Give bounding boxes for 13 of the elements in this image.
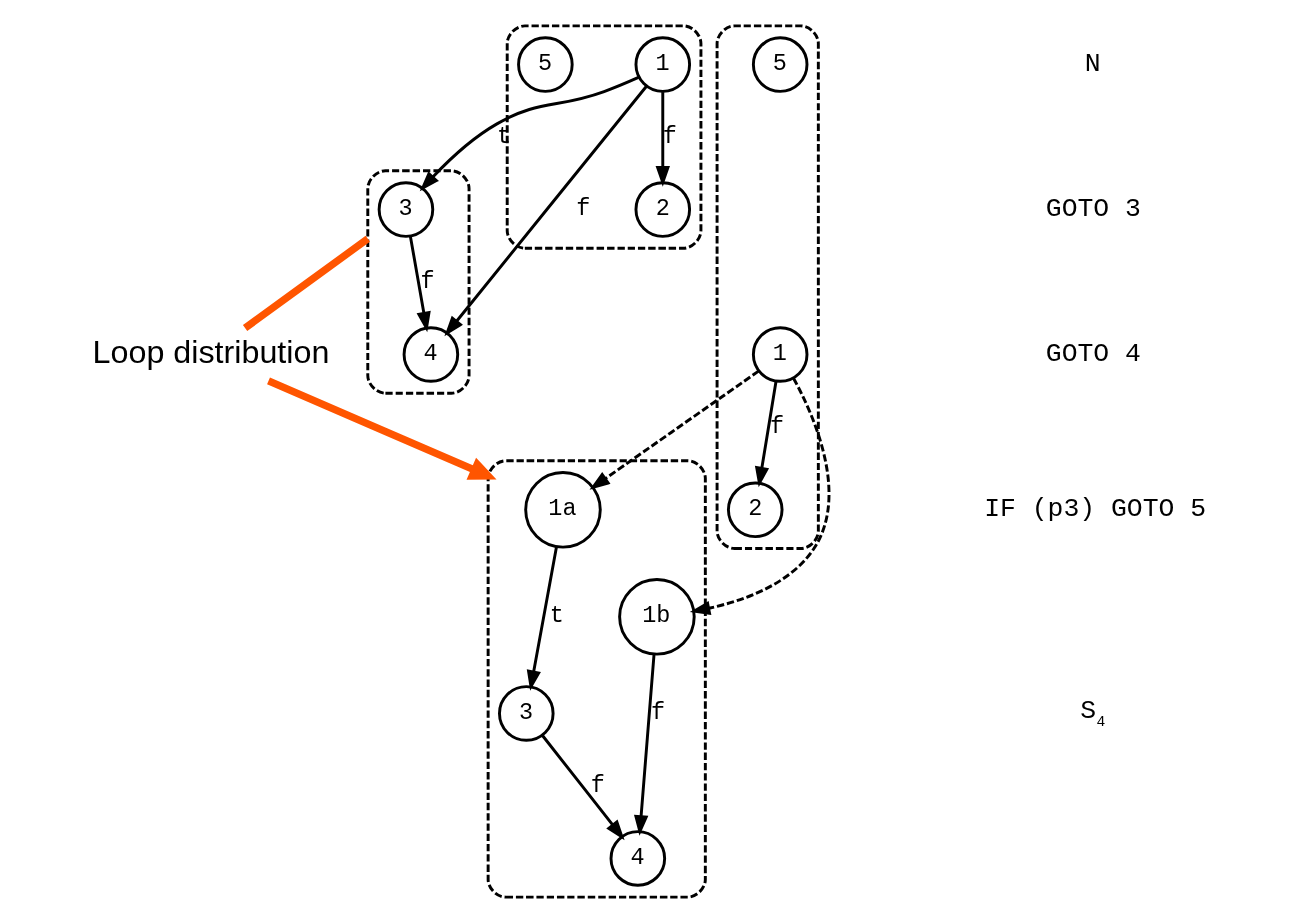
label: N	[1084, 49, 1101, 80]
edge-label: t	[549, 602, 564, 630]
edge-label: f	[650, 699, 665, 727]
edge-label: f	[769, 412, 784, 440]
node-text: Loop distribution	[92, 333, 329, 370]
label: GOTO 3	[1045, 193, 1141, 224]
label: IF (p3) GOTO 5	[983, 494, 1206, 525]
edge-label: f	[590, 771, 605, 799]
edge-label: f	[575, 195, 590, 223]
label: S$_{4}$	[1079, 696, 1105, 731]
edge-label: f	[662, 122, 677, 150]
label: GOTO 4	[1045, 338, 1141, 369]
edge-label: f	[420, 267, 435, 295]
